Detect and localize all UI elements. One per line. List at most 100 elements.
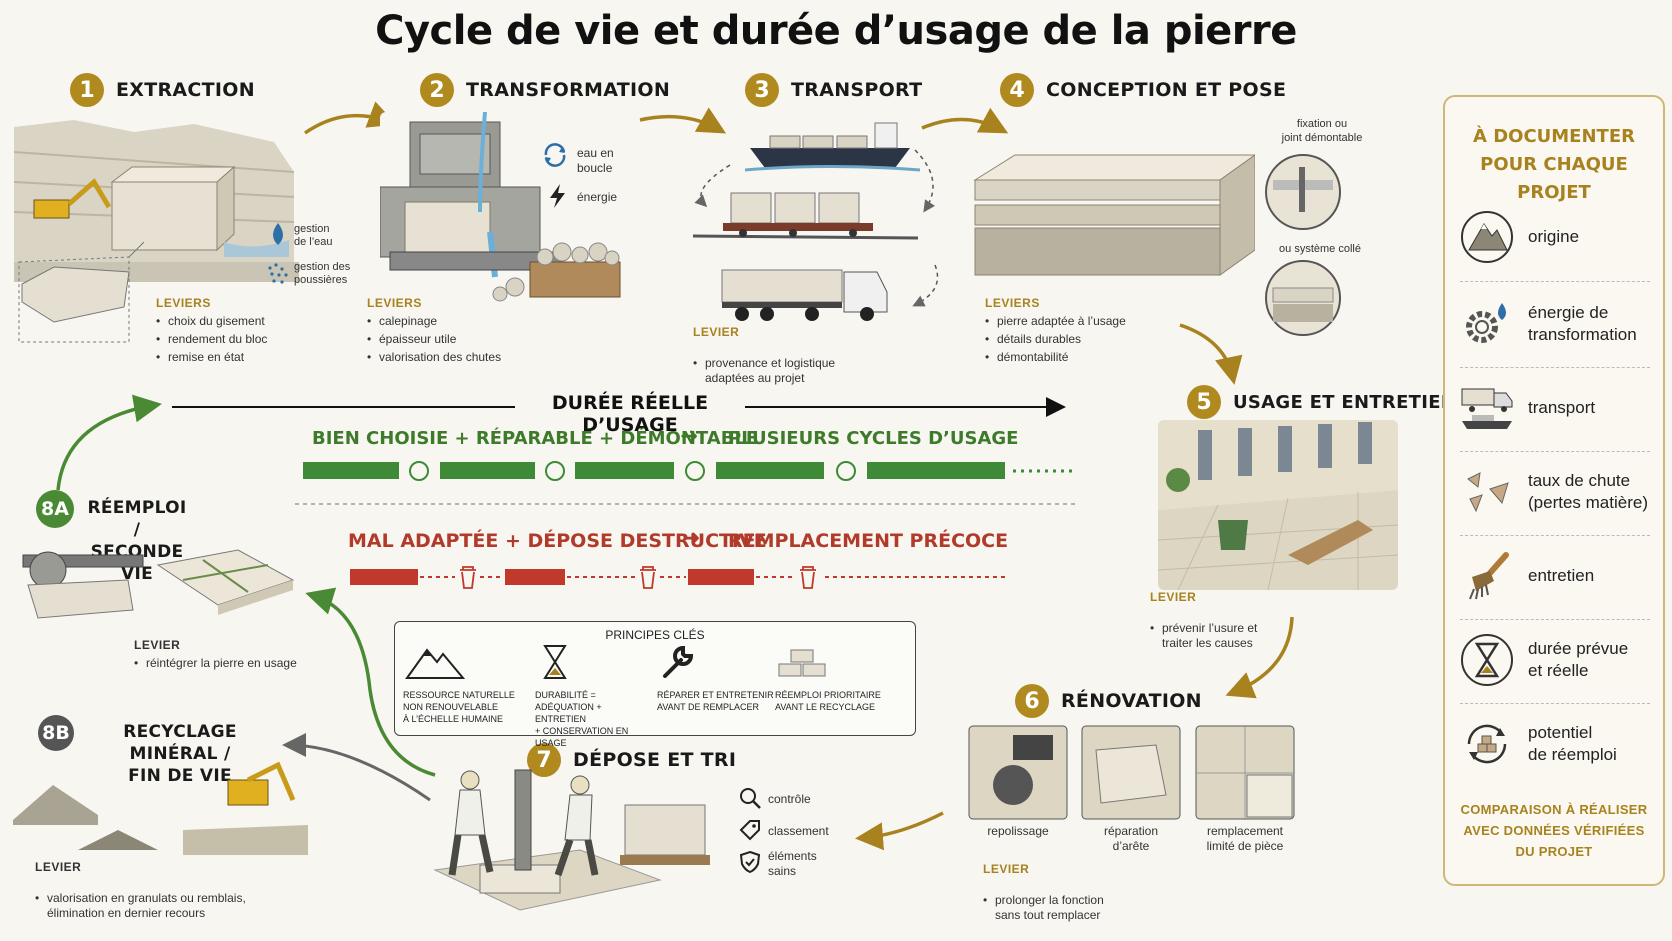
page-title: Cycle de vie et durée d’usage de la pier… [375,8,1297,54]
arrow-5-6 [1225,616,1294,699]
step-8a-number: 8A [36,490,74,528]
bad-arrow: ➜ [682,526,701,551]
arrow-7-8b [282,733,431,802]
divider [1460,535,1650,536]
step-7-header: 7 DÉPOSE ET TRI [527,743,736,777]
principle-text: Ressource naturelle non renouvelable à l… [403,690,515,724]
step-8b-levers-title: LEVIER [35,860,82,874]
lever-item: réintégrer la pierre en usage [134,654,297,672]
step-2-title: TRANSFORMATION [466,79,671,101]
step-2-levers: LEVIERS calepinage épaisseur utile valor… [367,296,501,366]
doc-item-origin: origine [1460,202,1650,272]
good-scenario-label: BIEN CHOISIE + RÉPARABLE + DÉMONTABLE [312,428,759,449]
duration-title: DURÉE RÉELLE D’USAGE [551,392,709,436]
shield-check-icon [739,850,761,874]
step-6-header: 6 RÉNOVATION [1015,684,1202,718]
step-1-levers: LEVIERS choix du gisement rendement du b… [156,296,267,366]
doc-item-waste: taux de chute (pertes matière) [1460,457,1650,527]
principle-item: Ressource naturelle non renouvelable à l… [403,642,523,725]
step-4-glued-note: ou système collé [1279,243,1361,255]
step-8a-levers-title: LEVIER [134,638,181,652]
step-2-levers-title: LEVIERS [367,296,422,310]
good-cycle-bars [303,461,1075,481]
step-8b-number-wrap: 8B [38,715,74,751]
lever-item: épaisseur utile [367,330,501,348]
arrow-2-3 [639,107,727,134]
check-sound-elements: éléments sains [768,849,817,878]
good-scenario-result: PLUSIEURS CYCLES D’USAGE [728,428,1019,449]
doc-item-label: durée prévue et réelle [1528,639,1629,680]
check-classification: classement [768,824,829,838]
principle-text: Réemploi prioritaire avant le recyclage [775,690,881,712]
principle-text: Réparer et entretenir avant de remplacer [657,690,774,712]
water-loop-icon [544,143,566,167]
ship-illustration [745,122,920,172]
step-1-levers-title: LEVIERS [156,296,211,310]
step-6-levers-title: LEVIER [983,862,1030,876]
street-illustration [1158,420,1398,590]
doc-item-label: origine [1528,227,1580,246]
step-7-number: 7 [527,743,561,777]
doc-item-label: potentiel de réemploi [1528,723,1617,764]
arrow-1-2 [303,101,397,135]
caption-repolishing: repolissage [987,824,1049,838]
lever-item: prévenir l’usure et traiter les causes [1150,621,1257,651]
step-2-number: 2 [420,73,454,107]
lever-item: remise en état [156,348,267,366]
divider [1460,451,1650,452]
lever-item: détails durables [985,330,1126,348]
mountain-icon [405,648,466,679]
extraction-illustration [14,112,299,352]
principles-box: PRINCIPES CLÉS Ressource naturelle non r… [394,621,916,748]
step-1-title: EXTRACTION [116,79,255,101]
stone-stack-icon [778,649,826,677]
principle-item: Réparer et entretenir avant de remplacer [657,642,777,713]
lever-item: prolonger la fonction sans tout remplace… [983,893,1104,923]
step-5-levers: LEVIER prévenir l’usure et traiter les c… [1150,590,1257,666]
divider [1460,281,1650,282]
stone-shards-icon [1467,472,1509,513]
doc-item-energy: énergie de transformation [1460,289,1650,359]
lever-item: calepinage [367,312,501,330]
step-1-number: 1 [70,73,104,107]
brush-icon [1469,552,1509,600]
recycling-illustration [13,761,308,855]
step-8a-levers: LEVIER réintégrer la pierre en usage [134,638,297,672]
arrow-4-5 [1179,323,1243,385]
doc-item-label: entretien [1528,566,1595,585]
principle-item: Durabilité = adéquation + entretien + co… [535,642,655,749]
step-4-number: 4 [1000,73,1034,107]
step-4-levers-title: LEVIERS [985,296,1040,310]
step-2-header: 2 TRANSFORMATION [420,73,670,107]
step-3-levers-title: LEVIER [693,325,740,339]
polishing-photo [968,725,1068,820]
good-arrow: ➜ [680,424,699,449]
caption-edge-repair: réparation d’arête [1103,824,1159,853]
arrow-8a-cycle [56,394,162,491]
piece-replacement-photo [1195,725,1295,820]
glued-detail-icon [1265,260,1341,336]
doc-item-label: énergie de transformation [1528,303,1637,344]
principle-text: Durabilité = adéquation + entretien + co… [535,690,629,748]
hourglass-icon [543,645,567,679]
bad-scenario-label: MAL ADAPTÉE + DÉPOSE DESTRUCTIVE [348,530,767,552]
step-1-header: 1 EXTRACTION [70,73,255,107]
step-8b-title: RECYCLAGE MINÉRAL / FIN DE VIE [123,722,237,786]
reuse-illustration [22,549,295,619]
step-6-title: RÉNOVATION [1061,690,1202,712]
principle-item: Réemploi prioritaire avant le recyclage [775,642,895,713]
bad-scenario-result: REMPLACEMENT PRÉCOCE [728,530,1009,552]
mountain-icon [1461,211,1513,263]
step-4-fix-note: fixation ou joint démontable [1281,118,1363,144]
step-3-number: 3 [745,73,779,107]
step-8b-levers: LEVIER valorisation en granulats ou remb… [35,860,246,936]
step-4-title: CONCEPTION ET POSE [1046,79,1287,101]
step-1-dust-note: gestion des poussières [294,261,351,286]
lever-item: choix du gisement [156,312,267,330]
magnifier-icon [740,788,761,809]
step-5-title: USAGE ET ENTRETIEN [1233,391,1457,413]
panel-title: À DOCUMENTER POUR CHAQUE PROJET [1473,126,1635,203]
doc-item-label: transport [1528,398,1596,417]
dust-icon [268,263,288,284]
lever-item: valorisation en granulats ou remblais, é… [35,891,246,921]
